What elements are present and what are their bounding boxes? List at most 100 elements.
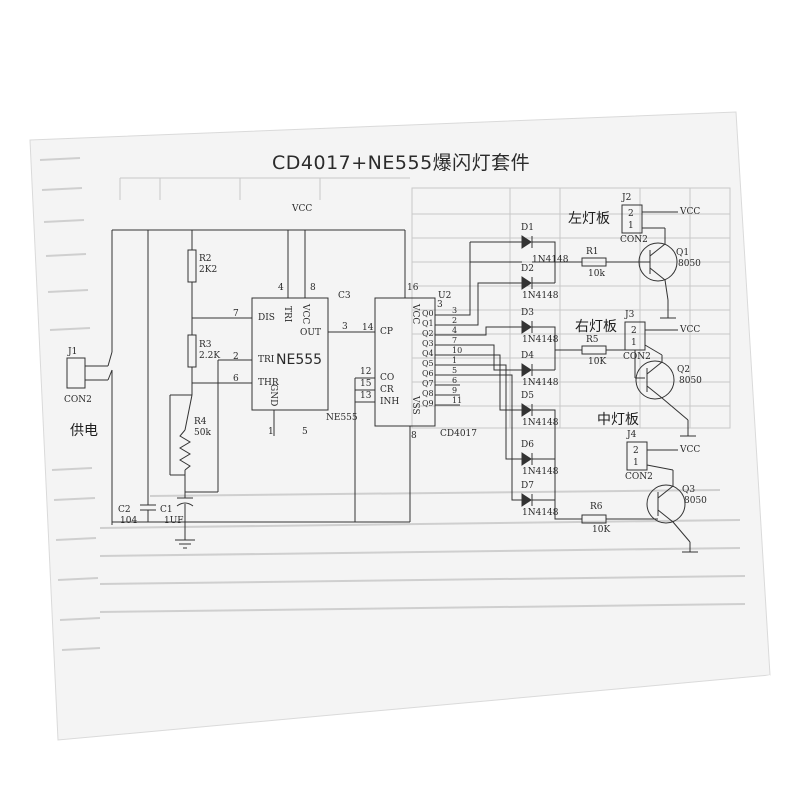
r6-value: 10K	[592, 525, 611, 535]
ne555-name: NE555	[276, 352, 323, 368]
vcc-rail-label: VCC	[292, 204, 313, 214]
cd4017-output-q7: Q7	[422, 379, 434, 388]
board-right-pin1: 1	[631, 338, 637, 348]
diode-part-d2: 1N4148	[522, 291, 559, 301]
board-left-label: 左灯板	[568, 211, 610, 227]
diode-symbols	[521, 235, 533, 507]
cd4017-pinno-vss: 8	[411, 431, 417, 441]
cd4017-output-q4: Q4	[422, 349, 434, 358]
cd4017-output-pin-q3: 7	[452, 336, 458, 345]
cd4017-output-q1: Q1	[422, 319, 434, 328]
c1-ref: C1	[160, 505, 173, 515]
cd4017-pinno-cp: 14	[362, 323, 374, 333]
board-left-part: 8050	[678, 259, 701, 269]
board-middle-connector-type: CON2	[625, 472, 653, 482]
cd4017-output-q0: Q0	[422, 309, 434, 318]
r4-value: 50k	[194, 428, 211, 438]
board-right-connector-type: CON2	[623, 352, 651, 362]
diode-ref-d5: D5	[521, 391, 534, 401]
diode-part-d7: 1N4148	[522, 508, 559, 518]
r2-ref: R2	[199, 254, 212, 264]
cd4017-ref: U2	[438, 291, 452, 301]
board-left-pin1: 1	[628, 221, 634, 231]
board-middle-connector: J4	[627, 430, 637, 440]
ne555-pinno-tri-top: 4	[278, 283, 284, 293]
cd4017-output-pin-q7: 6	[452, 376, 458, 385]
ne555-ref: NE555	[326, 413, 358, 423]
cd4017-pinno-vcc: 16	[407, 283, 419, 293]
diode-part-d4: 1N4148	[522, 378, 559, 388]
ne555-pinno-thr: 6	[233, 374, 239, 384]
diode-part-d6: 1N4148	[522, 467, 559, 477]
r2-value: 2K2	[199, 265, 218, 275]
board-middle-pin1: 1	[633, 458, 639, 468]
r3-ref: R3	[199, 340, 212, 350]
ne555-pin-tri-top: TRI	[282, 306, 292, 323]
cd4017-pin-co: CO	[380, 373, 395, 383]
board-right-connector: J3	[625, 310, 635, 320]
r1-ref: R1	[586, 247, 599, 257]
ne555-pinno-vcc: 8	[310, 283, 316, 293]
diode-part-d1: 1N4148	[532, 255, 569, 265]
cd4017-output-pin-q5: 1	[452, 356, 458, 365]
ne555-pin-thr: THR	[258, 378, 279, 388]
ne555-pinno-out: 3	[342, 322, 348, 332]
supply-connector-ref: J1	[68, 347, 78, 357]
board-middle-transistor: Q3	[682, 485, 696, 495]
supply-connector-type: CON2	[64, 395, 92, 405]
r5-value: 10K	[588, 357, 607, 367]
ne555-pinno-tri: 2	[233, 352, 239, 362]
cd4017-pinno-cr: 15	[360, 379, 372, 389]
board-left-transistor: Q1	[676, 248, 690, 258]
board-right-part: 8050	[679, 376, 702, 386]
ne555-pinno-gnd: 1	[268, 427, 274, 437]
cd4017-output-pin-q1: 2	[452, 316, 458, 325]
cd4017-output-q6: Q6	[422, 369, 434, 378]
cd4017-output-pin-q2: 4	[452, 326, 458, 335]
diode-ref-d6: D6	[521, 440, 534, 450]
cd4017-pinno-inh: 13	[360, 391, 372, 401]
cd4017-output-q2: Q2	[422, 329, 434, 338]
ne555-pin-gnd: GND	[268, 384, 278, 407]
diode-ref-d1: D1	[521, 223, 534, 233]
board-right-label: 右灯板	[575, 319, 617, 335]
cd4017-name: CD4017	[440, 429, 478, 439]
board-left-vcc: VCC	[680, 207, 701, 217]
cd4017-output-pin-q0: 3	[452, 306, 458, 315]
ne555-pinno-dis: 7	[233, 309, 239, 319]
c2-value: 104	[120, 516, 138, 526]
cd4017-pin-vcc: VCC	[410, 304, 420, 325]
diode-part-d3: 1N4148	[522, 335, 559, 345]
board-middle-part: 8050	[684, 496, 707, 506]
board-right-transistor: Q2	[677, 365, 691, 375]
cd4017-output-pin-q6: 5	[452, 366, 458, 375]
cd4017-output-q9: Q9	[422, 399, 434, 408]
cd4017-pinno-co: 12	[360, 367, 372, 377]
r5-ref: R5	[586, 335, 599, 345]
board-left-connector: J2	[622, 193, 632, 203]
cd4017-pin-vss: VSS	[410, 396, 420, 415]
r1-value: 10k	[588, 269, 605, 279]
supply-label: 供电	[70, 423, 98, 439]
ne555-pin-dis: DIS	[258, 313, 275, 323]
board-left-pin2: 2	[628, 209, 634, 219]
cd4017-output-pin-q8: 9	[452, 386, 458, 395]
cd4017-output-pin-q4: 10	[452, 346, 463, 355]
board-middle-label: 中灯板	[597, 412, 639, 428]
board-right-vcc: VCC	[680, 325, 701, 335]
cd4017-output-q3: Q3	[422, 339, 434, 348]
cd4017-output-q5: Q5	[422, 359, 434, 368]
ne555-pinno-ctrl: 5	[302, 427, 308, 437]
board-middle-pin2: 2	[633, 446, 639, 456]
diode-ref-d2: D2	[521, 264, 534, 274]
board-left-connector-type: CON2	[620, 235, 648, 245]
ne555-pin-vcc: VCC	[300, 304, 310, 325]
page-title: CD4017+NE555爆闪灯套件	[272, 152, 531, 174]
schematic-wires	[66, 204, 698, 553]
cd4017-pin-cr: CR	[380, 385, 394, 395]
cd4017-output-q8: Q8	[422, 389, 434, 398]
diode-ref-d3: D3	[521, 308, 534, 318]
cd4017-pin-inh: INH	[380, 397, 400, 407]
